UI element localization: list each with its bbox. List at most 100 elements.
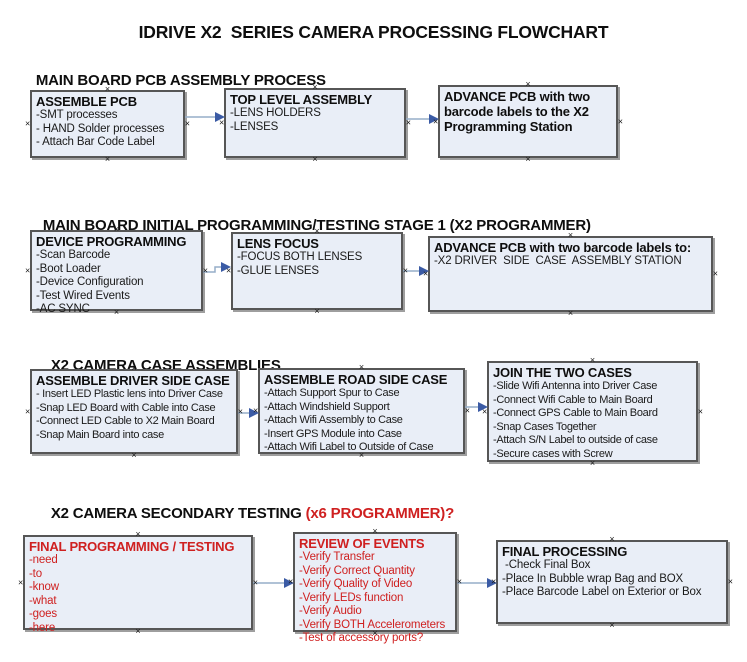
connector-handle-icon	[253, 407, 258, 416]
connector-handle-icon	[185, 120, 190, 129]
box-line: -goes	[29, 608, 58, 620]
connector-handle-icon	[590, 356, 595, 365]
connector-handle-icon	[568, 231, 573, 240]
connector-handle-icon	[698, 407, 703, 416]
section-heading-text: MAIN BOARD PCB ASSEMBLY PROCESS	[35, 72, 326, 89]
section-heading-initial-programming: MAIN BOARD INITIAL PROGRAMMING/TESTING S…	[27, 200, 591, 251]
flow-box-final-programming-testing: FINAL PROGRAMMING / TESTING -need -to -k…	[23, 535, 253, 634]
box-line: -Snap LED Board with Cable into Case	[36, 401, 216, 414]
connector-handle-icon	[114, 308, 119, 317]
arrow-line	[203, 266, 221, 273]
box-title: LENS FOCUS	[237, 236, 319, 251]
connector-handle-icon	[713, 270, 718, 279]
connector-handle-icon	[609, 535, 614, 544]
box-line: -LENS HOLDERS	[230, 107, 321, 119]
connector-handle-icon	[465, 407, 470, 416]
flow-box-assemble-driver-side-case: ASSEMBLE DRIVER SIDE CASE - Insert LED P…	[30, 369, 238, 454]
connector-handle-icon	[25, 266, 30, 275]
flow-box-top-level-assembly: TOP LEVEL ASSEMBLY -LENS HOLDERS -LENSES	[224, 88, 406, 158]
flow-box-review-of-events: REVIEW OF EVENTS -Verify Transfer -Verif…	[293, 532, 457, 644]
connector-handle-icon	[226, 267, 231, 276]
connector-handle-icon	[312, 155, 317, 164]
connector-handle-icon	[491, 578, 496, 587]
box-line: - HAND Solder processes	[36, 122, 165, 135]
section-heading-secondary-testing: X2 CAMERA SECONDARY TESTING (x6 PROGRAMM…	[35, 488, 454, 539]
connector-handle-icon	[372, 527, 377, 536]
box-line: -Boot Loader	[36, 262, 101, 275]
box-title: DEVICE PROGRAMMING	[36, 234, 187, 249]
box-line: -Place In Bubble wrap Bag and BOX	[502, 572, 684, 585]
box-line: - Attach Bar Code Label	[36, 136, 155, 148]
connector-handle-icon	[135, 530, 140, 539]
section-heading-pcb-assembly: MAIN BOARD PCB ASSEMBLY PROCESS	[20, 55, 326, 106]
flow-box-device-programming: DEVICE PROGRAMMING -Scan Barcode -Boot L…	[30, 230, 203, 315]
connector-handle-icon	[314, 227, 319, 236]
connector-handle-icon	[525, 80, 530, 89]
box-title: REVIEW OF EVENTS	[299, 536, 425, 551]
box-title: ADVANCE PCB with two barcode labels to:	[434, 240, 692, 255]
box-line: -Verify LEDs function	[299, 591, 404, 604]
box-line: -Verify Transfer	[299, 551, 375, 563]
box-line: -Slide Wifi Antenna into Driver Case	[493, 380, 658, 392]
box-title: ASSEMBLE DRIVER SIDE CASE	[36, 373, 230, 388]
box-title: ADVANCE PCB with two barcode labels to t…	[444, 89, 590, 134]
box-line: -Snap Cases Together	[493, 420, 597, 433]
connector-handle-icon	[131, 364, 136, 373]
connector-handle-icon	[114, 225, 119, 234]
connector-handle-icon	[18, 578, 23, 587]
connector-handle-icon	[314, 307, 319, 316]
connector-handle-icon	[312, 83, 317, 92]
box-line: -Attach Support Spur to Case	[264, 387, 400, 399]
flow-box-join-the-two-cases: JOIN THE TWO CASES -Slide Wifi Antenna i…	[487, 361, 698, 462]
connector-handle-icon	[525, 155, 530, 164]
connector-handle-icon	[728, 578, 733, 587]
box-line: -Scan Barcode	[36, 249, 111, 261]
section-heading-text: X2 CAMERA SECONDARY TESTING	[50, 505, 302, 522]
box-title: FINAL PROCESSING	[502, 544, 628, 559]
connector-handle-icon	[568, 309, 573, 318]
box-line: -Verify Correct Quantity	[299, 564, 415, 577]
box-line: -here	[29, 621, 56, 634]
connector-handle-icon	[609, 621, 614, 630]
box-line: -AC SYNC	[36, 303, 90, 315]
connector-handle-icon	[406, 119, 411, 128]
flow-box-assemble-road-side-case: ASSEMBLE ROAD SIDE CASE -Attach Support …	[258, 368, 465, 454]
box-line: -Connect GPS Cable to Main Board	[493, 407, 658, 419]
box-line: -Verify BOTH Accelerometers	[299, 618, 446, 631]
box-line: -LENSES	[230, 120, 279, 133]
box-title: ASSEMBLE ROAD SIDE CASE	[264, 372, 448, 387]
connector-handle-icon	[372, 629, 377, 638]
section-heading-text: MAIN BOARD INITIAL PROGRAMMING/TESTING S…	[42, 217, 591, 234]
flow-box-advance-pcb-programming-station: ADVANCE PCB with two barcode labels to t…	[438, 85, 618, 158]
connector-handle-icon	[618, 117, 623, 126]
connector-handle-icon	[253, 578, 258, 587]
box-line: -SMT processes	[36, 109, 118, 121]
connector-handle-icon	[238, 407, 243, 416]
box-line: -Test Wired Events	[36, 289, 130, 302]
connector-handle-icon	[359, 451, 364, 460]
flow-box-lens-focus: LENS FOCUS -FOCUS BOTH LENSES -GLUE LENS…	[231, 232, 403, 310]
box-title: JOIN THE TWO CASES	[493, 365, 632, 380]
page-title: IDRIVE X2 SERIES CAMERA PROCESSING FLOWC…	[138, 22, 609, 42]
box-line: -need	[29, 554, 58, 566]
box-title: ASSEMBLE PCB	[36, 94, 137, 109]
connector-handle-icon	[359, 363, 364, 372]
box-line: -what	[29, 594, 57, 607]
connector-handle-icon	[105, 155, 110, 164]
box-line: -Connect LED Cable to X2 Main Board	[36, 415, 215, 427]
box-line: -Connect Wifi Cable to Main Board	[493, 393, 653, 406]
box-line: -Insert GPS Module into Case	[264, 427, 402, 440]
box-line: -know	[29, 581, 59, 593]
box-line: -Verify Audio	[299, 605, 362, 617]
box-line: -Attach S/N Label to outside of case	[493, 434, 658, 446]
connector-handle-icon	[105, 85, 110, 94]
box-line: -Place Barcode Label on Exterior or Box	[502, 586, 702, 598]
connector-handle-icon	[482, 407, 487, 416]
connector-handle-icon	[433, 117, 438, 126]
box-line: -Check Final Box	[502, 559, 591, 571]
flow-box-advance-pcb-driver-side-station: ADVANCE PCB with two barcode labels to: …	[428, 236, 713, 312]
box-line: -Verify Quality of Video	[299, 578, 413, 590]
box-line: -FOCUS BOTH LENSES	[237, 251, 363, 263]
box-line: -Device Configuration	[36, 276, 144, 288]
connector-handle-icon	[423, 270, 428, 279]
